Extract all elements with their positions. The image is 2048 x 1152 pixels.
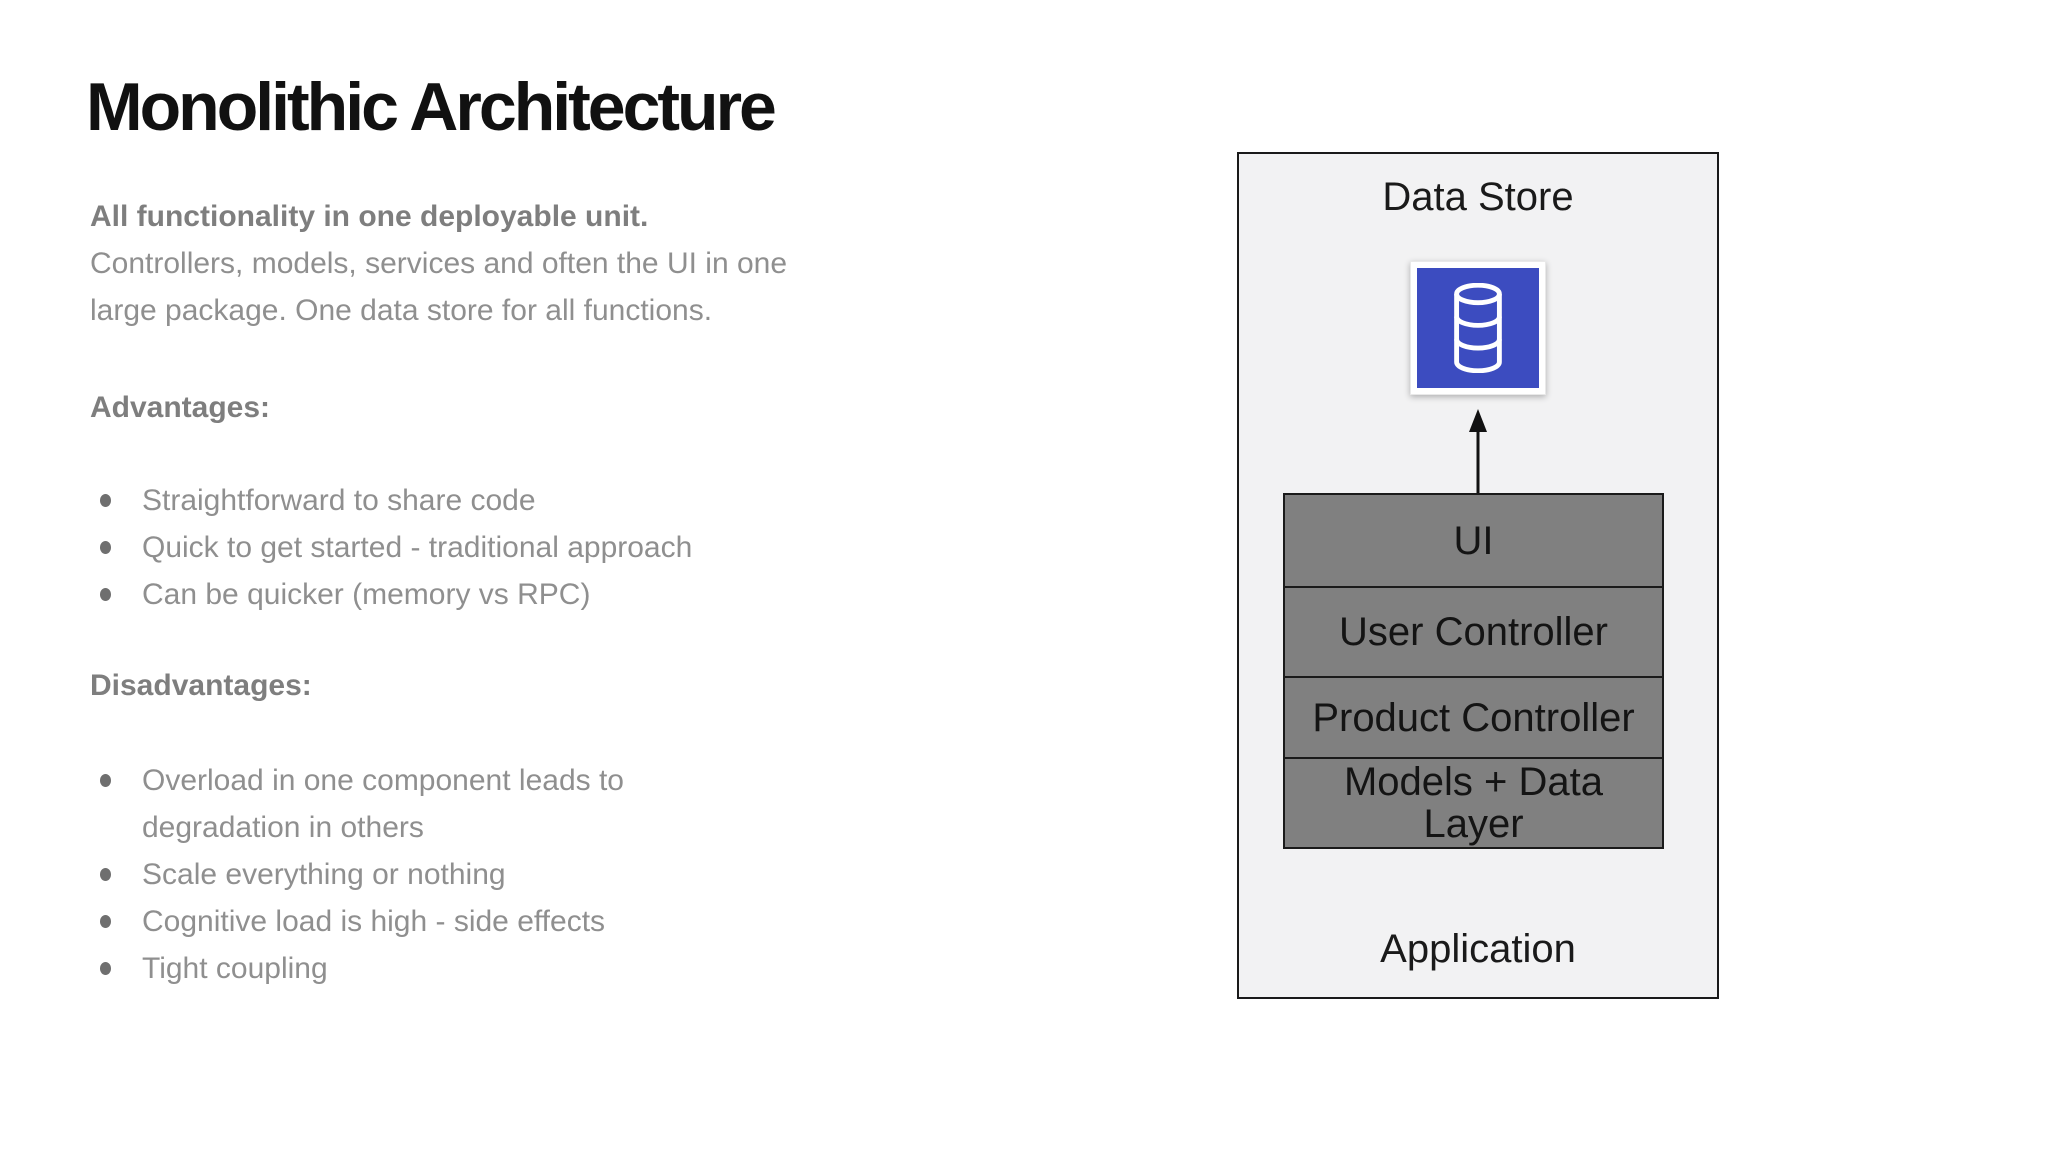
advantages-list: Straightforward to share code Quick to g… [90,477,692,618]
stack-row-user-controller: User Controller [1285,588,1662,678]
list-item: Overload in one component leads to degra… [90,757,624,851]
architecture-diagram: Data Store UI User Controller [1237,152,1719,999]
advantages-heading: Advantages: [90,391,271,424]
list-item: Quick to get started - traditional appro… [90,524,692,571]
list-item: Straightforward to share code [90,477,692,524]
list-item: Can be quicker (memory vs RPC) [90,571,692,618]
list-item: Cognitive load is high - side effects [90,898,624,945]
list-item: Tight coupling [90,945,624,992]
intro-bold-line: All functionality in one deployable unit… [90,200,649,233]
application-stack: UI User Controller Product Controller Mo… [1283,493,1664,849]
arrow-up-icon [1469,409,1487,497]
database-icon [1417,268,1539,388]
page-title: Monolithic Architecture [86,69,777,145]
database-cylinder-glyph [1454,283,1502,373]
intro-line: large package. One data store for all fu… [90,294,713,327]
list-item: Scale everything or nothing [90,851,624,898]
application-label: Application [1380,927,1576,971]
database-icon-frame [1410,261,1546,395]
intro-line: Controllers, models, services and often … [90,247,788,280]
stack-row-ui: UI [1285,495,1662,588]
stack-row-product-controller: Product Controller [1285,678,1662,759]
disadvantages-list: Overload in one component leads to degra… [90,757,624,992]
disadvantages-heading: Disadvantages: [90,669,312,702]
stack-row-models-data-layer: Models + Data Layer [1285,759,1662,847]
intro-paragraph: All functionality in one deployable unit… [90,193,787,334]
data-store-label: Data Store [1382,175,1574,219]
